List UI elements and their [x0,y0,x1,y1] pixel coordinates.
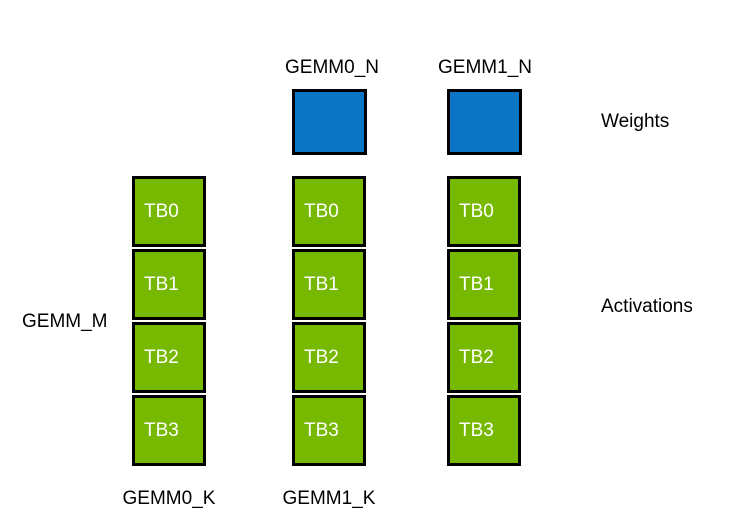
activation-cell-label: TB1 [304,273,339,295]
activation-cell-label: TB2 [304,346,339,368]
activation-cell: TB2 [292,322,366,393]
activation-cell: TB1 [292,249,366,320]
activation-cell-label: TB0 [459,200,494,222]
activation-cell-label: TB3 [144,419,179,441]
bottom-label-gemm1-k: GEMM1_K [282,488,376,509]
activation-cell: TB3 [292,395,366,466]
activation-cell: TB3 [447,395,521,466]
activation-cell-label: TB0 [144,200,179,222]
side-label-gemm-m: GEMM_M [22,311,108,332]
activations-column-2: TB0 TB1 TB2 TB3 [447,176,521,466]
activation-cell-label: TB3 [304,419,339,441]
top-label-gemm0-n-line1: GEMM0_N [285,57,379,78]
activation-cell-label: TB3 [459,419,494,441]
activation-cell: TB2 [447,322,521,393]
activation-cell: TB0 [447,176,521,247]
activation-cell-label: TB1 [459,273,494,295]
activations-column-0: TB0 TB1 TB2 TB3 [132,176,206,466]
activation-cell-label: TB2 [144,346,179,368]
activation-cell-label: TB0 [304,200,339,222]
top-label-gemm1-n-line1: GEMM1_N [438,57,532,78]
activation-cell-label: TB2 [459,346,494,368]
activation-cell: TB1 [132,249,206,320]
activations-column-1: TB0 TB1 TB2 TB3 [292,176,366,466]
weights-block-gemm0 [292,89,367,155]
row-label-activations: Activations [601,296,693,317]
activation-cell: TB1 [447,249,521,320]
activation-cell: TB3 [132,395,206,466]
weights-block-gemm1 [447,89,522,155]
row-label-weights: Weights [601,111,670,132]
activation-cell-label: TB1 [144,273,179,295]
bottom-label-gemm0-k: GEMM0_K [122,488,216,509]
activation-cell: TB0 [292,176,366,247]
activation-cell: TB0 [132,176,206,247]
activation-cell: TB2 [132,322,206,393]
